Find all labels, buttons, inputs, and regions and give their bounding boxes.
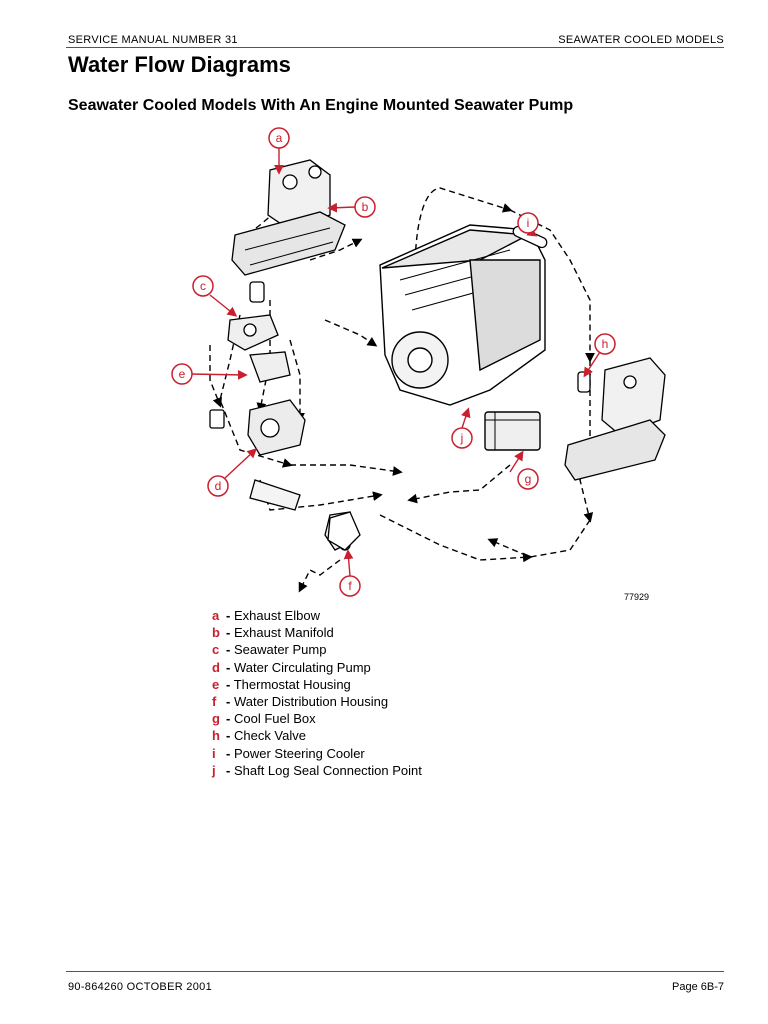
legend: a- Exhaust Elbow b- Exhaust Manifold c- …	[212, 607, 422, 779]
svg-text:f: f	[348, 579, 352, 593]
legend-item: a- Exhaust Elbow	[212, 608, 320, 623]
components-right	[512, 225, 666, 481]
svg-text:b: b	[362, 200, 369, 214]
part-number-date: 90-864260 OCTOBER 2001	[68, 981, 212, 993]
svg-text:h: h	[602, 337, 609, 351]
legend-item: j- Shaft Log Seal Connection Point	[212, 762, 422, 778]
svg-text:j: j	[460, 431, 464, 445]
engine-block	[379, 224, 546, 451]
callout-b: b	[354, 196, 376, 218]
manual-number: SERVICE MANUAL NUMBER 31	[68, 34, 238, 46]
legend-item: c- Seawater Pump	[212, 642, 327, 658]
callout-h: h	[594, 333, 616, 355]
svg-text:i: i	[527, 216, 530, 230]
page-number: Page 6B-7	[672, 981, 724, 993]
svg-text:d: d	[215, 479, 222, 493]
callout-d: d	[207, 475, 229, 497]
callouts	[189, 148, 601, 577]
callout-e: e	[171, 363, 193, 385]
callout-c: c	[192, 275, 214, 297]
section-subtitle: Seawater Cooled Models With An Engine Mo…	[68, 97, 574, 114]
svg-text:a: a	[276, 131, 283, 145]
legend-item: b- Exhaust Manifold	[212, 625, 334, 641]
legend-item: i- Power Steering Cooler	[212, 745, 365, 761]
callout-labels: a b c d e f g h i j	[171, 127, 616, 597]
legend-item: h- Check Valve	[212, 728, 306, 744]
section-name: SEAWATER COOLED MODELS	[558, 34, 724, 46]
figure-number: 77929	[624, 592, 650, 602]
water-flow-diagram: a b c d e f g h i j	[171, 127, 666, 597]
callout-g: g	[517, 468, 539, 490]
callout-i: i	[517, 212, 539, 234]
distribution-housing	[327, 511, 361, 551]
svg-text:c: c	[200, 279, 206, 293]
header-rule	[66, 47, 724, 48]
footer-rule	[66, 971, 724, 972]
pumps-left	[209, 281, 356, 551]
svg-text:g: g	[525, 472, 532, 486]
legend-item: d- Water Circulating Pump	[212, 659, 371, 675]
page-title: Water Flow Diagrams	[68, 52, 291, 77]
legend-item: g- Cool Fuel Box	[212, 711, 316, 727]
legend-item: e- Thermostat Housing	[212, 676, 351, 692]
callout-f: f	[339, 575, 361, 597]
callout-a: a	[268, 127, 290, 149]
svg-text:e: e	[179, 367, 186, 381]
legend-item: f- Water Distribution Housing	[212, 694, 389, 710]
callout-j: j	[451, 427, 473, 449]
exhaust-left	[231, 159, 346, 276]
